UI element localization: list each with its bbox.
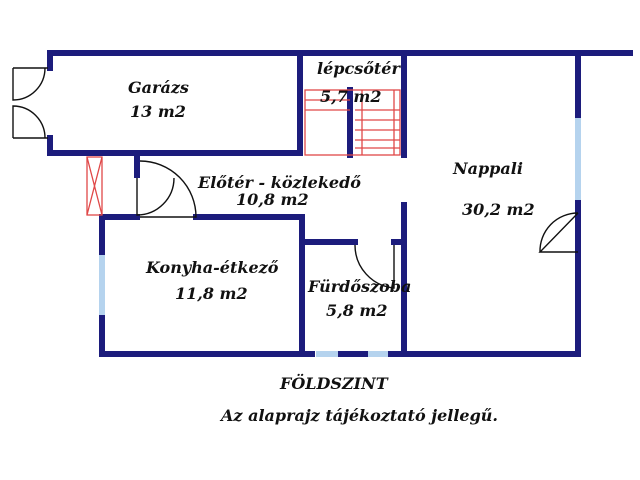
interior-walls [84,50,407,357]
room-name-konyha: Konyha-étkező [145,258,279,277]
entry-steps [86,156,103,216]
garage-door-bottom-arc [12,105,46,139]
disclaimer-note: Az alaprajz tájékoztató jellegű. [219,406,498,425]
level-title: FÖLDSZINT [279,373,389,393]
staircase [304,89,401,156]
room-labels: Garázs 13 m2 lépcsőtér 5,7 m2 Nappali 30… [128,59,535,320]
room-name-lepcsoter: lépcsőtér [317,59,401,78]
room-area-furdoszoba: 5,8 m2 [326,301,387,320]
garage-door-top-arc [12,67,46,101]
room-area-eloter: 10,8 m2 [236,190,309,209]
bath-door-arc [354,244,395,289]
room-area-nappali: 30,2 m2 [462,200,535,219]
room-name-furdoszoba: Fürdőszoba [307,277,411,296]
room-area-konyha: 11,8 m2 [175,284,248,303]
doors [12,67,579,289]
room-name-garazs: Garázs [128,78,189,97]
kitchen-door-arc [139,160,197,218]
windows [99,118,581,357]
room-name-eloter: Előtér - közlekedő [197,173,361,192]
room-area-garazs: 13 m2 [130,102,186,121]
living-door-arc [538,212,579,253]
room-area-lepcsoter: 5,7 m2 [320,87,381,106]
hall-door-arc [136,177,175,216]
room-name-nappali: Nappali [452,159,523,178]
